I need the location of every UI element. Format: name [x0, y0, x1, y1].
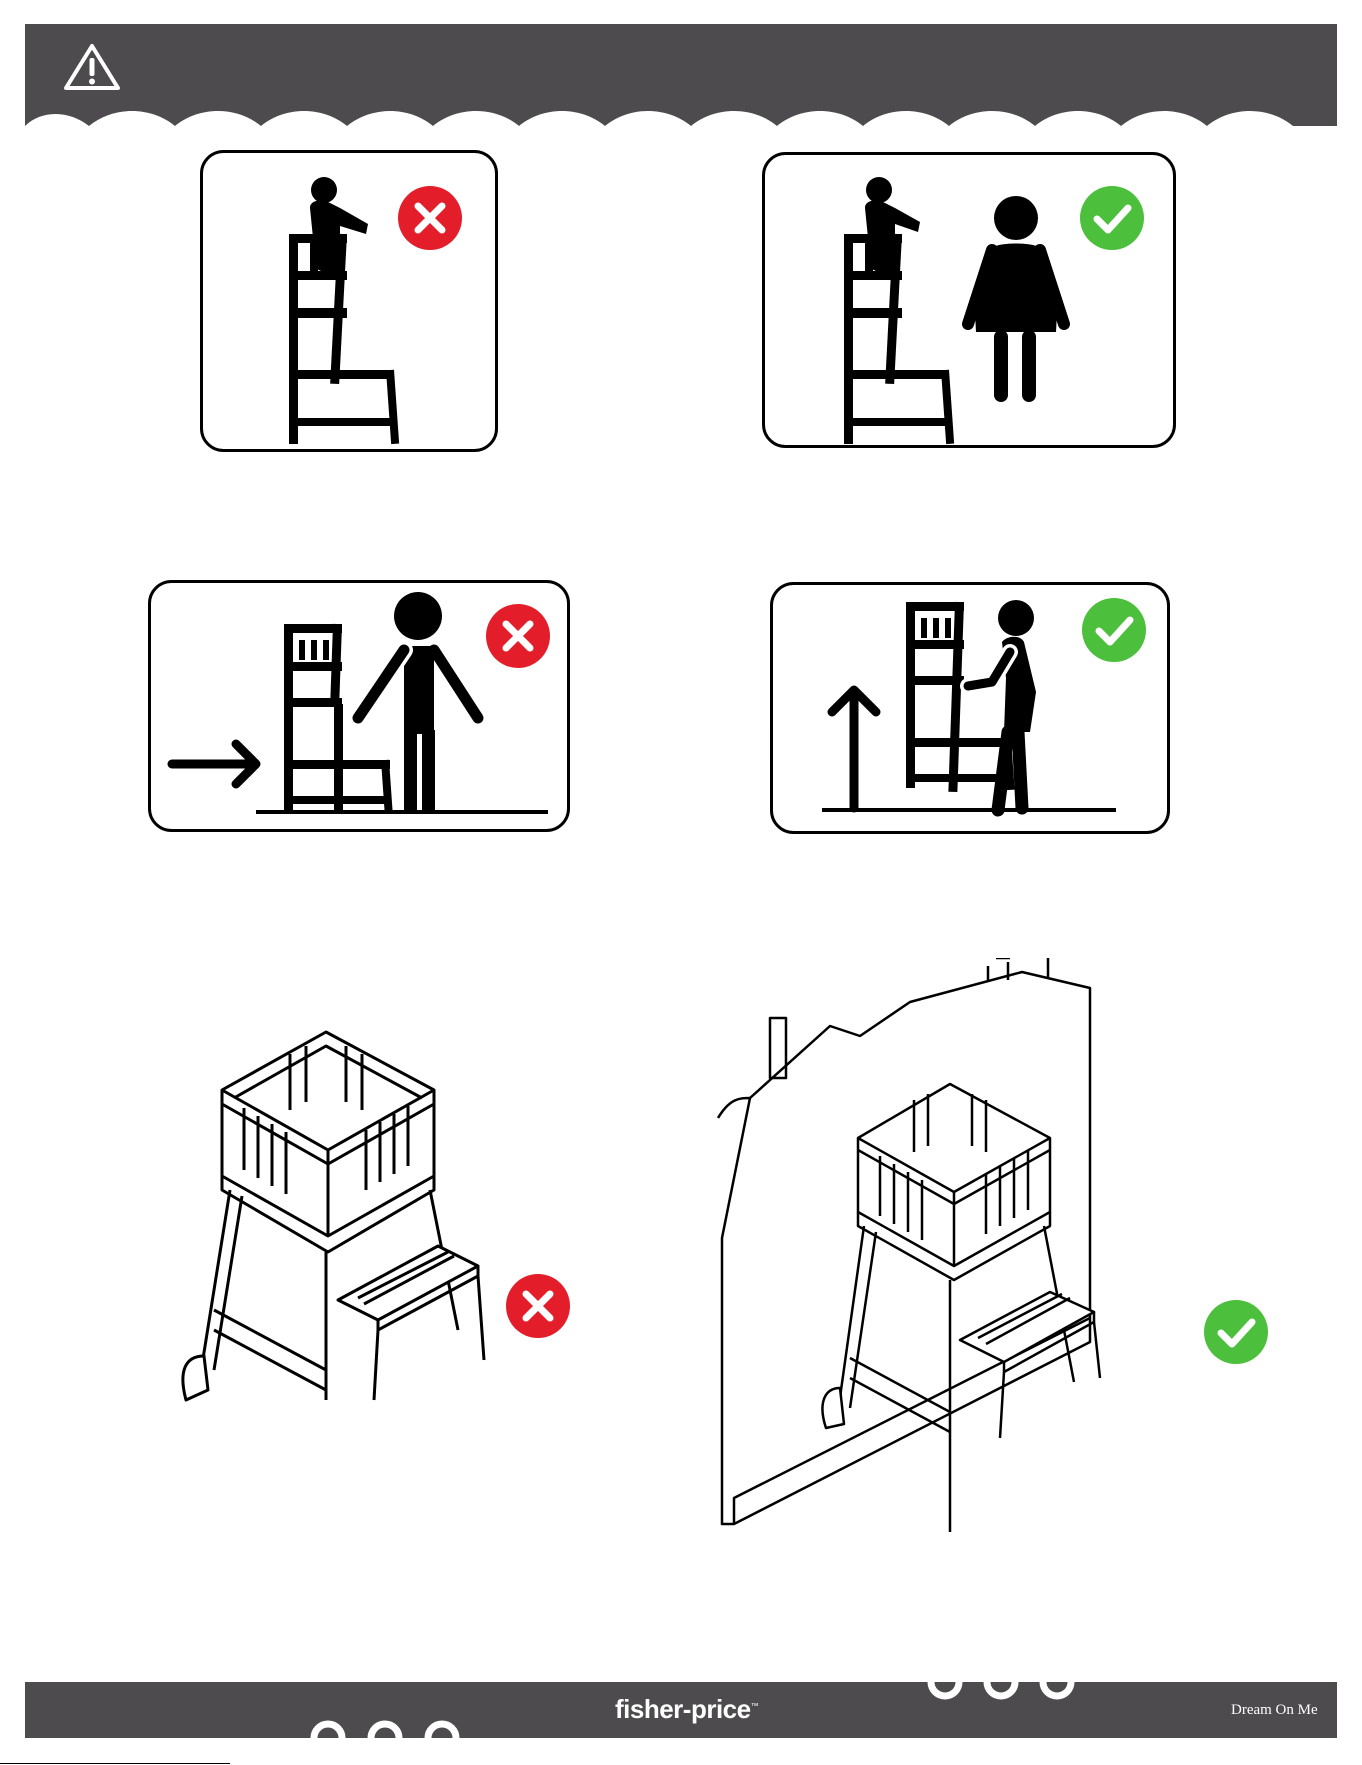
panel-tower-against-counter	[710, 958, 1226, 1532]
warning-header	[25, 24, 1337, 134]
dream-on-me-logo: Dream On Me	[1231, 1702, 1318, 1719]
check-circle-icon	[1204, 1300, 1268, 1364]
check-circle-icon	[1082, 598, 1146, 662]
check-circle-icon	[1080, 186, 1144, 250]
fisher-price-logo: fisher-price™	[615, 1694, 758, 1725]
x-circle-icon	[486, 604, 550, 668]
warning-triangle-icon	[62, 42, 122, 92]
x-circle-icon	[506, 1274, 570, 1338]
footer-bar: fisher-price™ Dream On Me	[25, 1682, 1337, 1738]
panel-tower-freestanding	[178, 1030, 498, 1410]
x-circle-icon	[398, 186, 462, 250]
page-trim-line	[0, 1763, 230, 1764]
